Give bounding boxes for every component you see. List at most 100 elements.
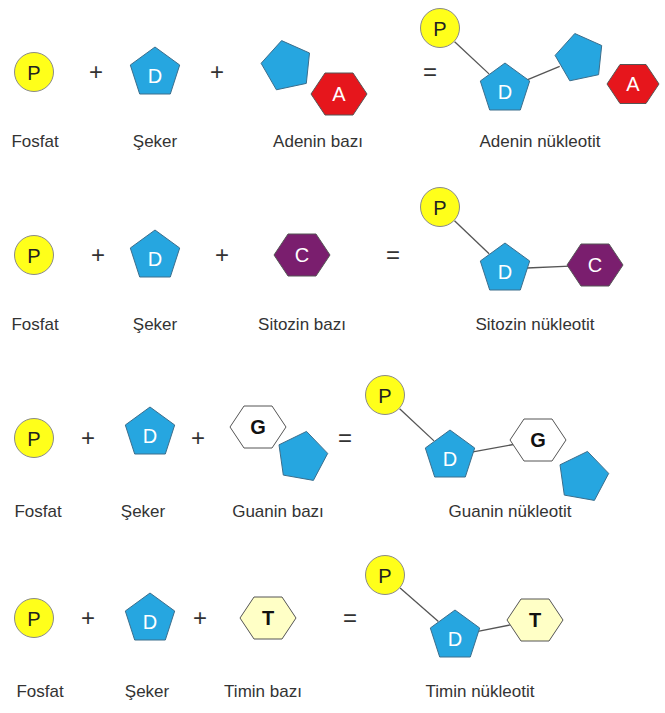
shape-fill <box>230 406 286 448</box>
nucleotide-part: DŞeker <box>129 229 181 281</box>
shape-fill <box>130 47 179 94</box>
shape-outline <box>550 30 660 110</box>
shape-letter: D <box>148 249 162 269</box>
operator-sign: = <box>386 242 400 268</box>
shape-letter: D <box>498 262 512 282</box>
shape-fill <box>607 65 659 104</box>
operator-sign: + <box>210 59 224 85</box>
bond-line <box>400 409 434 441</box>
shape-letter: P <box>27 429 40 449</box>
part-caption: Şeker <box>121 503 165 522</box>
nucleotide-part: DŞeker <box>124 406 176 458</box>
shape-letter: P <box>433 198 446 218</box>
nucleotide-part: DŞeker <box>124 592 176 644</box>
operator-sign: = <box>343 605 357 631</box>
nucleotide-part: A <box>550 30 660 110</box>
shape-letter: P <box>433 19 446 39</box>
shape-fill <box>15 419 54 458</box>
shape-letter: T <box>529 610 541 630</box>
nucleotide-part: T <box>506 594 564 646</box>
operator-sign: + <box>89 59 103 85</box>
part-caption: Fosfat <box>16 683 63 702</box>
part-caption: Fosfat <box>14 503 61 522</box>
part-caption: Şeker <box>133 133 177 152</box>
shape-fill <box>430 610 479 657</box>
shape-fill <box>507 599 563 641</box>
nucleotide-part: CSitozin bazı <box>273 229 331 281</box>
shape-fill <box>15 236 54 275</box>
nucleotide-part: P <box>420 187 460 227</box>
operator-sign: + <box>191 425 205 451</box>
shape-letter: P <box>27 246 40 266</box>
shape-fill <box>311 73 367 115</box>
shape-fill <box>366 556 405 595</box>
operator-sign: + <box>91 242 105 268</box>
shape-fill <box>261 41 309 90</box>
nucleotide-part: D <box>479 62 531 114</box>
shape-fill <box>567 244 623 286</box>
nucleotide-part: P <box>420 8 460 48</box>
nucleotide-part: DŞeker <box>129 46 181 98</box>
operator-sign: = <box>338 425 352 451</box>
shape-letter: D <box>448 629 462 649</box>
shape-fill <box>279 431 328 480</box>
nucleotide-part: PFosfat <box>14 235 54 275</box>
shape-letter: A <box>332 84 345 104</box>
shape-letter: P <box>27 609 40 629</box>
shape-outline <box>255 38 370 120</box>
shape-letter: D <box>443 449 457 469</box>
shape-fill <box>421 9 460 48</box>
nucleotide-part: D <box>479 242 531 294</box>
shape-outline <box>225 395 335 485</box>
nucleotide-part: PFosfat <box>14 418 54 458</box>
nucleotide-part: P <box>365 555 405 595</box>
shape-fill <box>555 34 602 81</box>
nucleotide-part: PFosfat <box>14 52 54 92</box>
nucleotide-name: Sitozin nükleotit <box>475 316 594 335</box>
nucleotide-part: PFosfat <box>14 598 54 638</box>
shape-fill <box>480 243 529 290</box>
operator-sign: + <box>193 605 207 631</box>
shape-letter: D <box>143 612 157 632</box>
operator-sign: + <box>81 425 95 451</box>
shape-letter: D <box>148 66 162 86</box>
nucleotide-part: TTimin bazı <box>239 592 297 644</box>
shape-letter: G <box>530 430 546 450</box>
nucleotide-part: D <box>429 609 481 661</box>
shape-letter: G <box>250 417 266 437</box>
shape-fill <box>240 597 296 639</box>
part-caption: Şeker <box>125 683 169 702</box>
bond-line <box>455 221 490 254</box>
shape-fill <box>425 430 474 477</box>
bond-line <box>477 625 511 632</box>
shape-fill <box>125 407 174 454</box>
part-caption: Şeker <box>133 316 177 335</box>
part-caption: Adenin bazı <box>273 133 363 152</box>
shape-letter: T <box>262 608 274 628</box>
bond-line <box>527 266 570 268</box>
bond-line <box>455 42 489 74</box>
shape-fill <box>130 230 179 277</box>
shape-letter: C <box>295 245 309 265</box>
shape-letter: D <box>143 426 157 446</box>
shape-fill <box>480 63 529 110</box>
part-caption: Guanin bazı <box>232 503 324 522</box>
part-caption: Fosfat <box>11 316 58 335</box>
shape-fill <box>510 419 566 461</box>
nucleotide-part: D <box>424 429 476 481</box>
shape-fill <box>274 234 330 276</box>
nucleotide-part: G <box>505 405 615 505</box>
bond-line <box>400 588 438 621</box>
shape-letter: C <box>588 255 602 275</box>
shape-letter: P <box>378 386 391 406</box>
shape-letter: D <box>498 82 512 102</box>
shape-fill <box>15 599 54 638</box>
operator-sign: + <box>215 242 229 268</box>
shape-letter: P <box>378 566 391 586</box>
nucleotide-part: C <box>566 239 624 291</box>
operator-sign: + <box>81 605 95 631</box>
shape-fill <box>421 188 460 227</box>
shape-fill <box>366 376 405 415</box>
nucleotide-part: AAdenin bazı <box>255 38 370 120</box>
nucleotide-name: Timin nükleotit <box>426 683 535 702</box>
